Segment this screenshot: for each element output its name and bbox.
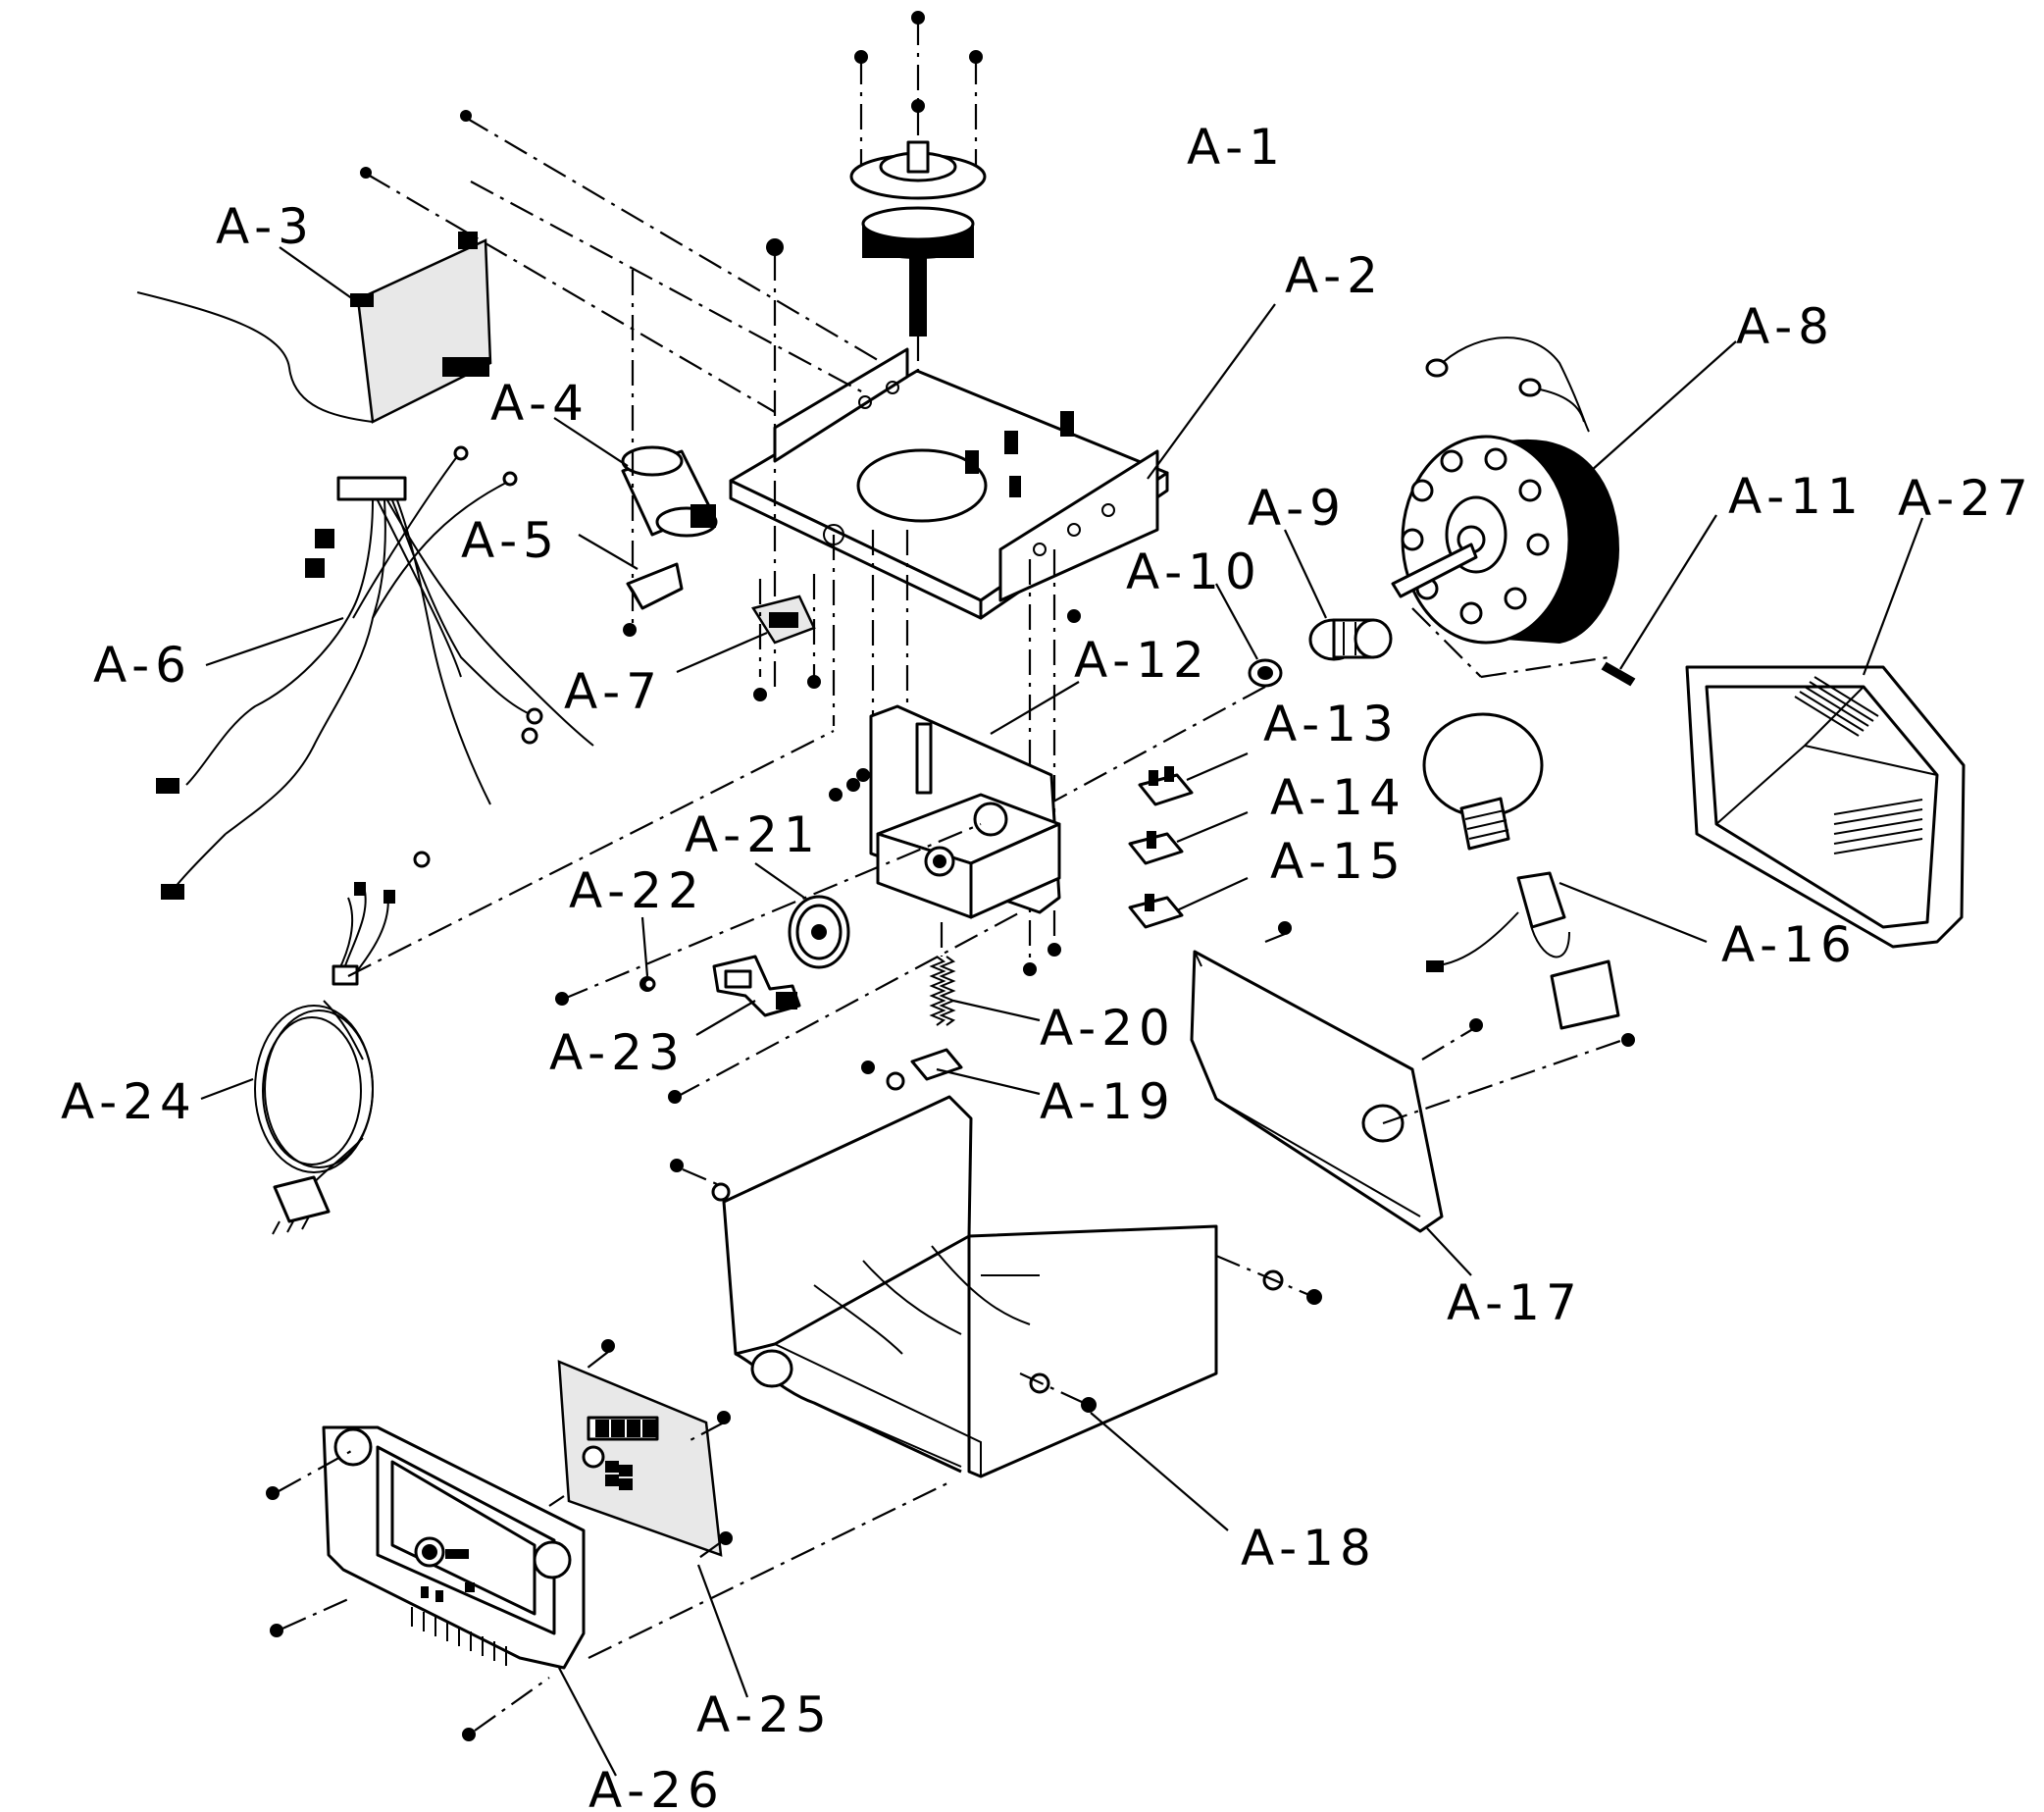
label-a9: A-9 <box>1248 480 1347 537</box>
label-a7: A-7 <box>564 663 663 720</box>
label-a12: A-12 <box>1074 632 1210 689</box>
part-a9-coupler <box>1284 529 1393 661</box>
label-a20: A-20 <box>1040 1000 1176 1057</box>
part-a7-bracket <box>676 574 816 677</box>
label-a23: A-23 <box>549 1024 686 1081</box>
part-a4-capacitor <box>553 417 718 538</box>
part-a20-spring <box>929 922 1041 1026</box>
part-labels: A-1 A-2 A-3 A-4 A-5 A-6 A-7 A-8 A-9 A-10… <box>61 119 2034 1812</box>
label-a15: A-15 <box>1270 833 1406 890</box>
label-a18: A-18 <box>1241 1520 1377 1577</box>
part-a19-bracket <box>861 1048 1041 1096</box>
label-a21: A-21 <box>685 806 821 863</box>
part-a6-wire-harness <box>156 445 594 900</box>
part-a13-limit-switch <box>1138 751 1249 806</box>
part-a18-housing-cover <box>670 1095 1322 1531</box>
label-a11: A-11 <box>1728 468 1865 525</box>
part-a16-lamp-socket <box>1422 712 1708 1030</box>
label-a24: A-24 <box>61 1073 197 1130</box>
part-a27-light-lens <box>1685 517 1966 949</box>
label-a22: A-22 <box>569 862 705 919</box>
part-a26-front-panel <box>266 1425 952 1777</box>
part-a1-drive-gear <box>849 11 987 549</box>
part-a3-logic-board <box>136 110 884 424</box>
part-a25-control-board <box>557 1339 749 1698</box>
part-a24-power-cord <box>200 730 835 1235</box>
part-a10-bushing <box>1029 583 1283 815</box>
part-a11-screw <box>1601 514 1717 687</box>
label-a10: A-10 <box>1126 544 1262 600</box>
label-a16: A-16 <box>1721 916 1858 973</box>
part-a17-end-panel <box>1190 921 1635 1276</box>
part-a12-gear-bracket <box>829 681 1080 919</box>
label-a4: A-4 <box>490 375 589 432</box>
label-a19: A-19 <box>1040 1073 1176 1130</box>
part-a2-chassis-plate <box>729 303 1276 620</box>
front-panel-vents <box>411 1607 507 1666</box>
part-a23-rpm-sensor <box>555 911 1021 1104</box>
label-a13: A-13 <box>1263 696 1400 752</box>
label-a14: A-14 <box>1270 769 1406 826</box>
label-a25: A-25 <box>696 1686 833 1743</box>
label-a26: A-26 <box>588 1762 725 1812</box>
label-a17: A-17 <box>1447 1274 1583 1331</box>
label-a2: A-2 <box>1285 247 1384 304</box>
part-a22-nut <box>563 822 982 1001</box>
lens-ribs <box>1794 676 1923 854</box>
part-a14-limit-switch <box>1128 810 1249 865</box>
label-a5: A-5 <box>461 512 560 569</box>
part-a8-motor <box>1391 337 1737 679</box>
label-a6: A-6 <box>93 637 192 694</box>
label-a8: A-8 <box>1736 298 1835 355</box>
part-a5-capacitor-bracket <box>578 270 684 637</box>
label-a1: A-1 <box>1187 119 1286 176</box>
part-a15-limit-switch <box>1128 877 1249 929</box>
label-a27: A-27 <box>1898 470 2034 527</box>
part-a21-sprocket <box>754 862 850 969</box>
label-a3: A-3 <box>216 198 315 255</box>
